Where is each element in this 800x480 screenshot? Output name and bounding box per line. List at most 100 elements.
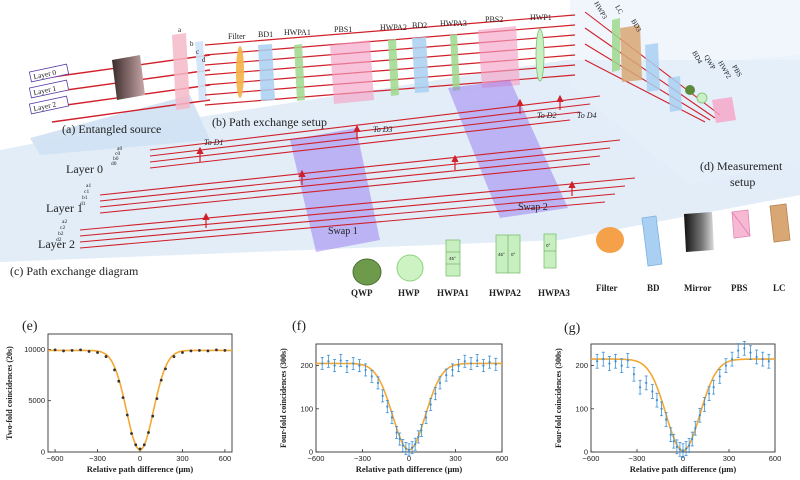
data-point bbox=[694, 427, 697, 430]
svg-text:a2: a2 bbox=[62, 219, 67, 225]
data-point bbox=[386, 405, 389, 408]
component-label: HWPA2 bbox=[380, 23, 407, 32]
data-point bbox=[712, 386, 715, 389]
detector-label: To D4 bbox=[577, 111, 597, 120]
hwp-array-icon: 45° 0° bbox=[495, 234, 521, 274]
y-tick-label: 0 bbox=[584, 448, 588, 457]
component-label: BD2 bbox=[412, 21, 427, 30]
data-point bbox=[602, 358, 605, 361]
legend-label: HWPA2 bbox=[489, 288, 521, 298]
y-tick-label: 10000 bbox=[24, 345, 45, 354]
x-tick-label: −300 bbox=[89, 454, 106, 463]
component-label: LC bbox=[613, 4, 625, 16]
svg-text:b2: b2 bbox=[58, 231, 64, 237]
crystal-letter: a bbox=[178, 26, 182, 34]
bd3-element bbox=[645, 43, 660, 92]
pbs-element bbox=[712, 97, 736, 123]
data-point bbox=[626, 359, 629, 362]
data-point bbox=[445, 374, 448, 377]
svg-text:a1: a1 bbox=[86, 183, 91, 189]
panel-label: (g) bbox=[564, 321, 581, 336]
svg-text:45°: 45° bbox=[498, 252, 505, 257]
data-point bbox=[104, 355, 108, 358]
data-point bbox=[172, 355, 176, 358]
pink-cube-icon bbox=[731, 209, 751, 239]
light-green-disc-icon bbox=[396, 254, 424, 282]
y-tick-label: 0 bbox=[41, 448, 45, 457]
component-label: Filter bbox=[228, 32, 246, 41]
x-tick-label: −600 bbox=[47, 454, 64, 463]
data-point bbox=[215, 348, 218, 352]
data-point bbox=[420, 429, 423, 432]
svg-text:c1: c1 bbox=[84, 189, 89, 195]
x-axis-label: Relative path difference (μm) bbox=[356, 464, 463, 474]
data-point bbox=[407, 448, 411, 451]
component-legend: QWP HWP 45° HWPA1 45° 0° HWPA2 0° HWPA3 bbox=[351, 203, 791, 298]
data-point bbox=[189, 349, 193, 353]
data-point bbox=[688, 444, 691, 447]
orange-disc-icon bbox=[596, 227, 624, 253]
data-point bbox=[164, 367, 167, 371]
x-axis-label: Relative path difference (μm) bbox=[87, 464, 194, 474]
qwp-element bbox=[685, 85, 695, 95]
data-point bbox=[390, 416, 394, 419]
svg-text:c0: c0 bbox=[115, 151, 120, 157]
hwp3-element bbox=[612, 18, 620, 72]
data-point bbox=[376, 381, 380, 384]
data-point bbox=[488, 361, 491, 364]
panel-a-label: (a) Entangled source bbox=[62, 122, 161, 136]
detector-label: To D1 bbox=[204, 138, 224, 147]
data-point bbox=[660, 407, 663, 410]
x-tick-label: −300 bbox=[629, 454, 646, 463]
swap-region-2 bbox=[448, 80, 568, 218]
component-label: HWP1 bbox=[530, 13, 552, 22]
data-point bbox=[206, 349, 210, 353]
data-point bbox=[482, 364, 485, 367]
x-tick-label: −600 bbox=[308, 454, 325, 463]
component-label: PBS1 bbox=[334, 25, 352, 34]
filter-element bbox=[236, 46, 244, 98]
data-point bbox=[125, 413, 129, 417]
svg-text:d2: d2 bbox=[56, 237, 62, 243]
data-point bbox=[370, 375, 373, 378]
entangled-source: Layer 0 Layer 1 Layer 2 a b c d (a) Enta… bbox=[28, 26, 211, 136]
hwp2-element bbox=[696, 92, 708, 104]
hwpa1-element bbox=[294, 44, 305, 101]
data-point bbox=[703, 403, 706, 406]
plot-frame bbox=[47, 333, 233, 453]
data-point bbox=[451, 368, 454, 372]
data-point bbox=[79, 348, 82, 352]
data-point bbox=[707, 392, 711, 395]
data-point bbox=[53, 348, 57, 352]
data-point bbox=[424, 416, 428, 419]
data-point bbox=[469, 362, 473, 365]
data-point bbox=[669, 433, 672, 436]
diagram-layer-label: Layer 2 bbox=[38, 237, 75, 251]
blue-block-icon bbox=[641, 215, 663, 267]
data-point bbox=[632, 373, 636, 376]
x-tick-label: 300 bbox=[176, 454, 189, 463]
brown-plate-icon bbox=[769, 203, 791, 243]
legend-label: QWP bbox=[351, 288, 373, 298]
data-point bbox=[364, 368, 367, 372]
data-point bbox=[429, 403, 432, 406]
panel-label: (e) bbox=[22, 319, 38, 334]
hwp1-element bbox=[535, 28, 545, 82]
data-point bbox=[181, 351, 184, 354]
component-label: HWPA3 bbox=[440, 19, 467, 28]
y-tick-label: 100 bbox=[300, 404, 313, 413]
x-tick-label: 600 bbox=[769, 454, 782, 463]
plot-frame bbox=[315, 343, 503, 453]
x-tick-label: 0 bbox=[138, 454, 142, 463]
detector-arrows bbox=[196, 94, 576, 228]
data-point bbox=[737, 349, 740, 352]
data-point bbox=[434, 392, 437, 395]
x-tick-label: 0 bbox=[407, 454, 411, 463]
data-point bbox=[401, 444, 404, 447]
data-point bbox=[698, 414, 701, 417]
layer-1-beams bbox=[99, 139, 621, 214]
